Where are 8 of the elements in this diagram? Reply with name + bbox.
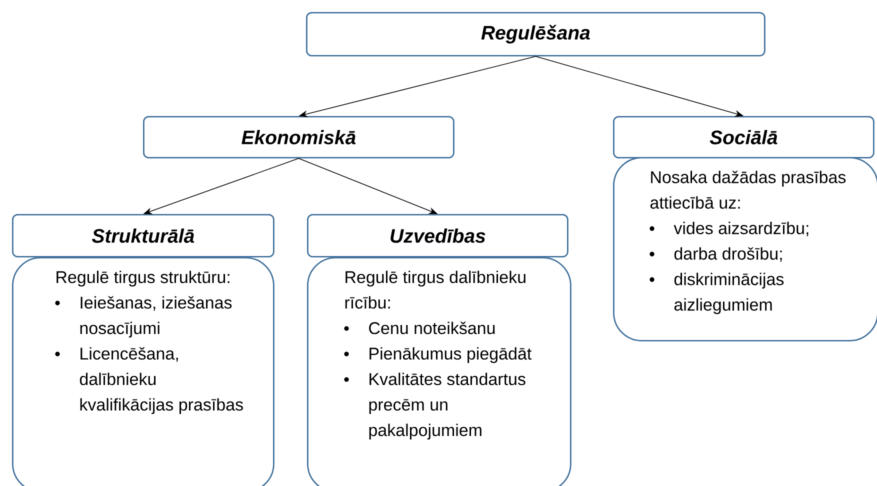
- heading-box: Ekonomiskā: [143, 116, 454, 158]
- heading-box: Strukturālā: [12, 214, 274, 258]
- heading-box: Uzvedības: [307, 214, 568, 258]
- heading-box: Sociālā: [613, 116, 874, 158]
- text-box: Regulē tirgus struktūru: Ieiešanas, iziešanas nosacījumi Licencēšana, dalībnieku kvalifikācijas prasības: [12, 257, 274, 486]
- text-box: Regulē tirgus dalībnieku rīcību: Cenu noteikšanu Pienākumus piegādāt Kvalitātes standartus precēm un pakalpojumiem: [307, 257, 572, 486]
- text-box: Nosaka dažādas prasības attiecībā uz: vides aizsardzību; darba drošību; diskriminācijas aizliegumiem: [613, 157, 877, 342]
- heading-box: Regulēšana: [306, 12, 766, 56]
